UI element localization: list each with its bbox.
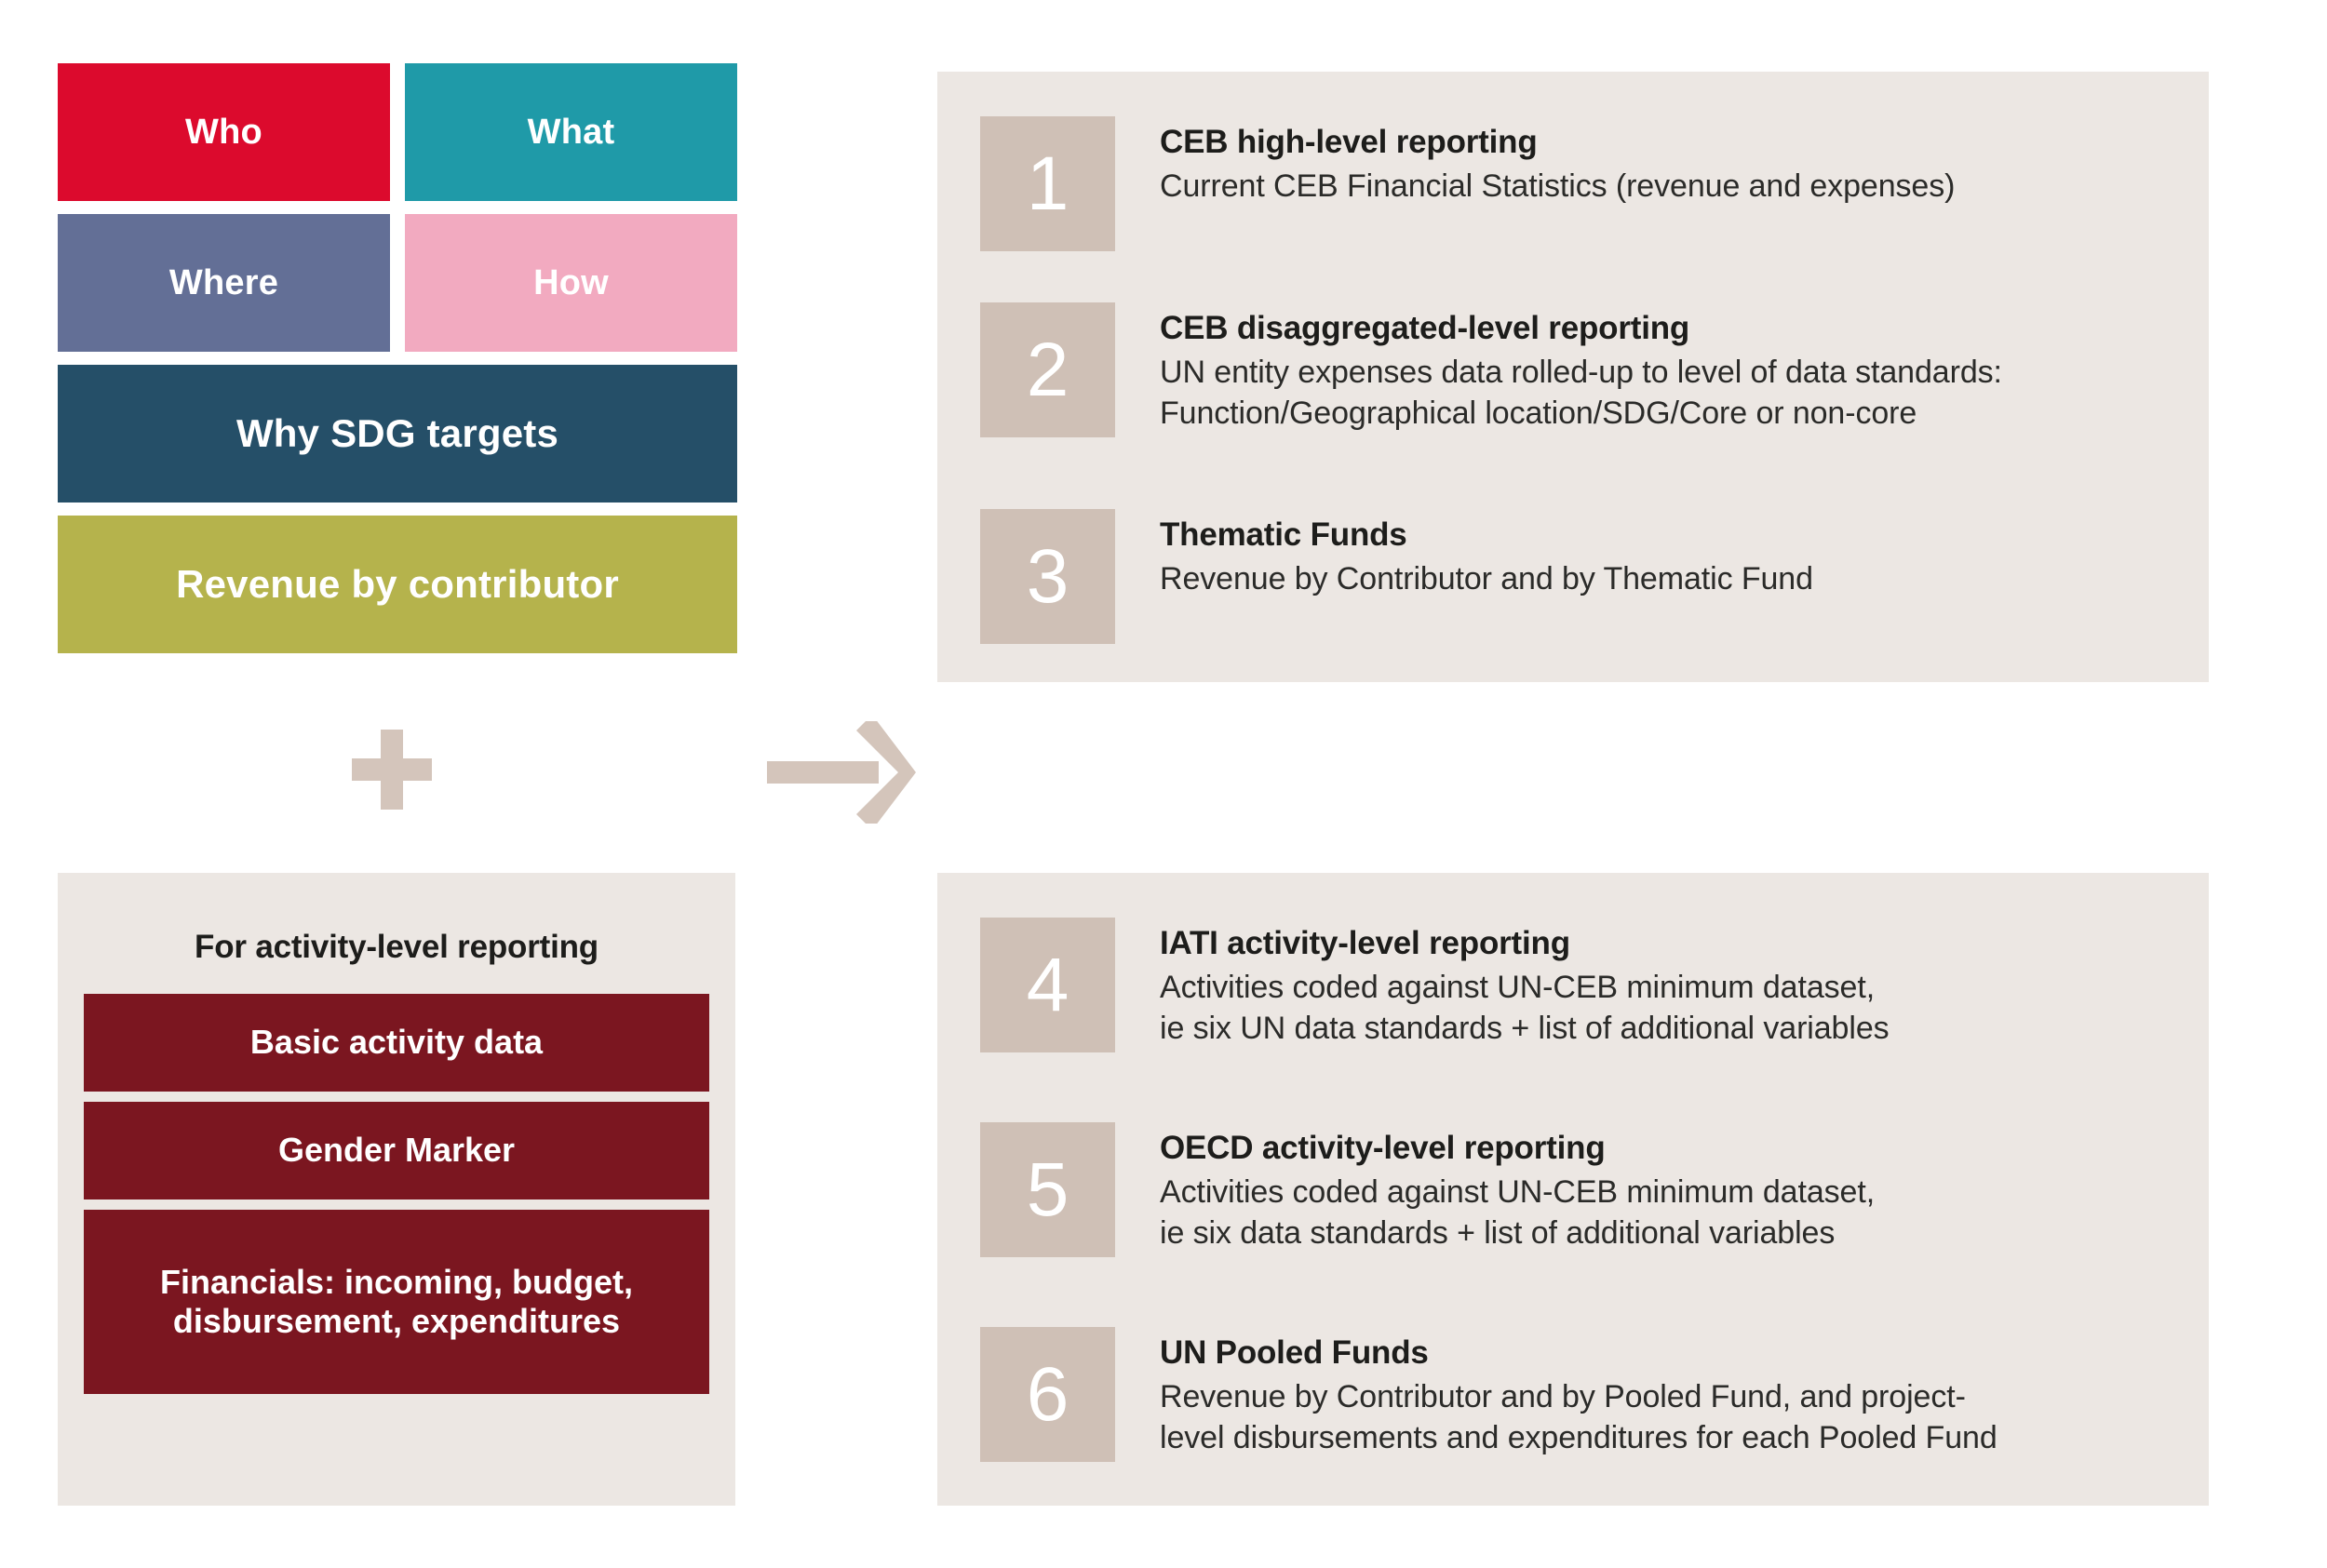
activity-level-reporting-panel: For activity-level reporting Basic activ…: [58, 873, 735, 1506]
step-desc-1: Current CEB Financial Statistics (revenu…: [1160, 168, 1956, 204]
step-desc-5: Activities coded against UN-CEB minimum …: [1160, 1174, 1876, 1251]
dimension-box-who-label: Who: [185, 112, 262, 152]
step-body-1: CEB high-level reporting Current CEB Fin…: [1160, 116, 1955, 208]
plus-icon: [352, 730, 432, 810]
step-item-3[interactable]: 3 Thematic Funds Revenue by Contributor …: [980, 509, 2190, 644]
activity-box-list: Basic activity data Gender Marker Financ…: [58, 994, 735, 1394]
arrow-right-icon: [767, 715, 916, 830]
step-number-badge-6: 6: [980, 1327, 1115, 1462]
step-desc-3: Revenue by Contributor and by Thematic F…: [1160, 561, 1813, 596]
step-item-1[interactable]: 1 CEB high-level reporting Current CEB F…: [980, 116, 2190, 251]
step-title-1: CEB high-level reporting: [1160, 124, 1538, 160]
step-list-top: 1 CEB high-level reporting Current CEB F…: [937, 72, 2209, 682]
dimension-box-who[interactable]: Who: [58, 63, 390, 201]
step-title-2: CEB disaggregated-level reporting: [1160, 310, 1690, 346]
dimension-box-where-label: Where: [168, 262, 279, 302]
step-title-6: UN Pooled Funds: [1160, 1334, 1429, 1371]
step-list-bottom: 4 IATI activity-level reporting Activiti…: [937, 873, 2209, 1506]
dimension-box-where[interactable]: Where: [58, 214, 390, 352]
step-body-5: OECD activity-level reporting Activities…: [1160, 1122, 1875, 1253]
dimension-box-why-sdg-targets[interactable]: Why SDG targets: [58, 365, 737, 503]
step-body-4: IATI activity-level reporting Activities…: [1160, 918, 1890, 1049]
step-title-3: Thematic Funds: [1160, 516, 1407, 553]
dimension-grid: Who What Where How Why SDG targets Reven…: [58, 63, 737, 653]
step-number-badge-5: 5: [980, 1122, 1115, 1257]
step-body-2: CEB disaggregated-level reporting UN ent…: [1160, 302, 2002, 434]
activity-box-basic-activity-data[interactable]: Basic activity data: [84, 994, 709, 1092]
step-item-4[interactable]: 4 IATI activity-level reporting Activiti…: [980, 918, 2190, 1052]
step-number-badge-4: 4: [980, 918, 1115, 1052]
arrow-right-icon-svg: [767, 715, 916, 830]
step-number-badge-3: 3: [980, 509, 1115, 644]
dimension-box-why-label: Why SDG targets: [235, 411, 559, 455]
activity-box-gender-marker[interactable]: Gender Marker: [84, 1102, 709, 1199]
activity-box-gender-marker-label: Gender Marker: [277, 1131, 516, 1170]
step-desc-4: Activities coded against UN-CEB minimum …: [1160, 970, 1890, 1046]
dimension-boxes-group: Who What Where How Why SDG targets Reven…: [58, 63, 737, 653]
activity-box-basic-activity-data-label: Basic activity data: [249, 1023, 544, 1062]
plus-icon-vertical-bar: [381, 730, 403, 810]
step-desc-6: Revenue by Contributor and by Pooled Fun…: [1160, 1379, 1997, 1455]
step-body-3: Thematic Funds Revenue by Contributor an…: [1160, 509, 1813, 600]
dimension-box-revenue-label: Revenue by contributor: [176, 562, 619, 606]
reporting-steps-panel-bottom: 4 IATI activity-level reporting Activiti…: [937, 873, 2209, 1506]
dimension-box-what-label: What: [527, 112, 615, 152]
step-item-2[interactable]: 2 CEB disaggregated-level reporting UN e…: [980, 302, 2190, 437]
step-title-4: IATI activity-level reporting: [1160, 925, 1570, 961]
step-number-badge-1: 1: [980, 116, 1115, 251]
step-title-5: OECD activity-level reporting: [1160, 1130, 1606, 1166]
activity-box-financials[interactable]: Financials: incoming, budget, disburseme…: [84, 1210, 709, 1394]
dimension-box-how-label: How: [533, 262, 609, 302]
step-item-5[interactable]: 5 OECD activity-level reporting Activiti…: [980, 1122, 2190, 1257]
step-number-badge-2: 2: [980, 302, 1115, 437]
step-body-6: UN Pooled Funds Revenue by Contributor a…: [1160, 1327, 1997, 1458]
reporting-steps-panel-top: 1 CEB high-level reporting Current CEB F…: [937, 72, 2209, 682]
activity-panel-title: For activity-level reporting: [195, 929, 599, 965]
step-item-6[interactable]: 6 UN Pooled Funds Revenue by Contributor…: [980, 1327, 2190, 1462]
dimension-box-how[interactable]: How: [405, 214, 737, 352]
dimension-box-what[interactable]: What: [405, 63, 737, 201]
activity-box-financials-label: Financials: incoming, budget, disburseme…: [159, 1262, 634, 1340]
dimension-box-revenue-by-contributor[interactable]: Revenue by contributor: [58, 516, 737, 653]
step-desc-2: UN entity expenses data rolled-up to lev…: [1160, 355, 2002, 431]
